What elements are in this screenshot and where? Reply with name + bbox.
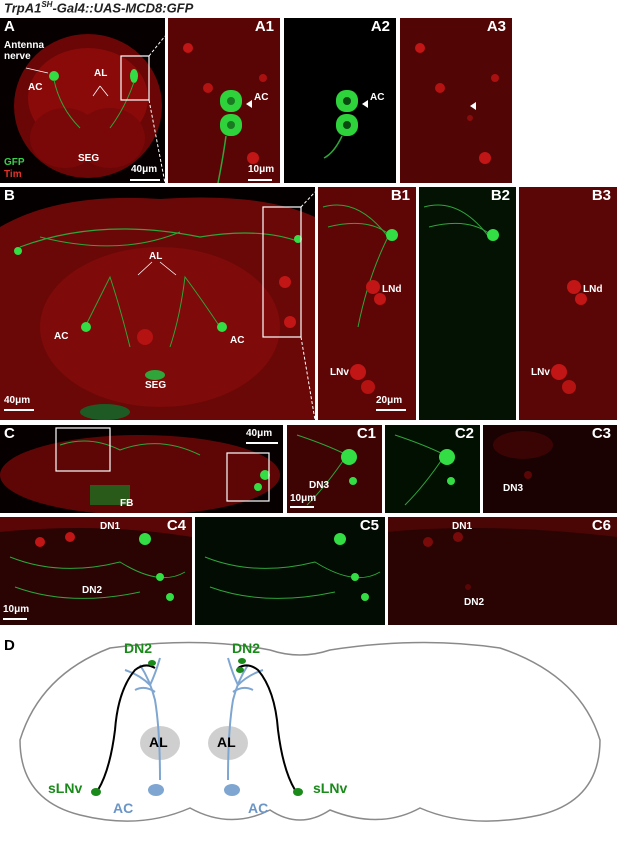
panel-C5: C5 — [195, 517, 385, 625]
panel-C: C FB 40μm — [0, 425, 283, 513]
panel-B-label: B — [4, 187, 15, 204]
panel-C3-label: C3 — [591, 425, 611, 442]
panel-A1-label: A1 — [254, 18, 274, 35]
panel-C2: C2 — [385, 425, 480, 513]
tim-legend: Tim — [4, 169, 22, 180]
panel-C6-label: C6 — [591, 517, 611, 534]
d-al-right-label: AL — [217, 734, 236, 750]
panel-B2-label: B2 — [490, 187, 510, 204]
c4-scale-bar-label: 10μm — [3, 604, 30, 615]
panel-C-image — [0, 427, 280, 513]
c4-dn1-label: DN1 — [100, 521, 121, 532]
c-scale-bar — [246, 442, 278, 444]
a2-ac-label: AC — [370, 92, 385, 103]
panel-C-label: C — [4, 425, 15, 442]
antenna-nerve-label: Antenna nerve — [4, 40, 44, 62]
b1-lnv-label: LNv — [330, 367, 349, 378]
b-ac-right-label: AC — [230, 335, 245, 346]
d-dn2-right-label: DN2 — [232, 640, 261, 656]
seg-label: SEG — [78, 153, 100, 164]
panel-B-image — [0, 191, 315, 420]
c1-scale-bar — [290, 506, 314, 508]
panel-A: A Antenna nerve AC AL SEG GFP Tim 40μm — [0, 18, 165, 183]
b1-scale-bar-label: 20μm — [376, 395, 403, 406]
d-slnv-right-label: sLNv — [313, 780, 348, 796]
panel-A1-image — [168, 18, 280, 183]
c3-dn3-label: DN3 — [503, 483, 524, 494]
panel-A3: A3 — [400, 18, 512, 183]
panel-C1-image — [296, 434, 357, 506]
c4-scale-bar — [3, 618, 27, 620]
panel-B3: B3 LNd LNv — [519, 187, 617, 420]
panel-B3-label: B3 — [591, 187, 611, 204]
panel-C4-label: C4 — [166, 517, 186, 534]
panel-B: B AL AC AC SEG 40μm — [0, 187, 315, 420]
c-fb-label: FB — [120, 498, 134, 509]
d-ac-left-label: AC — [113, 800, 134, 816]
panel-B1-image — [318, 187, 416, 420]
c1-scale-bar-label: 10μm — [290, 493, 317, 504]
panel-A2-image — [323, 90, 368, 159]
panel-C6-image — [388, 517, 617, 590]
d-dn2-left-label: DN2 — [124, 640, 153, 656]
scale-bar — [130, 179, 160, 181]
b1-scale-bar — [376, 409, 406, 411]
b-scale-bar-label: 40μm — [4, 395, 31, 406]
b3-lnv-label: LNv — [531, 367, 550, 378]
b1-lnd-label: LNd — [382, 284, 402, 295]
gfp-legend: GFP — [4, 157, 25, 168]
c-scale-bar-label: 40μm — [246, 428, 273, 439]
ac-label: AC — [28, 82, 43, 93]
panel-C5-label: C5 — [359, 517, 379, 534]
panel-B3-image — [519, 187, 617, 420]
panel-A-image — [14, 34, 165, 183]
figure-title: TrpA1SH-Gal4::UAS-MCD8:GFP — [4, 0, 194, 16]
d-al-left-label: AL — [149, 734, 168, 750]
b-ac-left-label: AC — [54, 331, 69, 342]
b-seg-label: SEG — [145, 380, 167, 391]
c4-dn2-label: DN2 — [82, 585, 103, 596]
scale-bar-label: 40μm — [131, 164, 158, 175]
panel-B1-label: B1 — [390, 187, 410, 204]
c6-dn1-label: DN1 — [452, 521, 473, 532]
panel-A1: A1 AC 10μm — [168, 18, 280, 183]
b3-lnd-label: LNd — [583, 284, 603, 295]
b-al-label: AL — [149, 251, 163, 262]
panel-A3-image — [400, 18, 512, 183]
panel-C1: C1 DN3 10μm — [287, 425, 382, 513]
panel-D-label: D — [4, 637, 15, 654]
a1-scale-bar — [248, 179, 272, 181]
d-ac-right-label: AC — [248, 800, 269, 816]
panel-C2-image — [394, 434, 455, 506]
b-scale-bar — [4, 409, 34, 411]
panel-C2-label: C2 — [454, 425, 474, 442]
panel-B2-image — [423, 204, 499, 241]
panel-A2-label: A2 — [370, 18, 390, 35]
panel-C4: C4 DN1 DN2 10μm — [0, 517, 192, 625]
panel-C3: C3 DN3 — [483, 425, 617, 513]
panel-A3-label: A3 — [486, 18, 506, 35]
al-label: AL — [94, 68, 108, 79]
panel-B1: B1 LNd LNv 20μm — [318, 187, 416, 420]
a1-ac-label: AC — [254, 92, 269, 103]
panel-C3-image — [493, 431, 553, 479]
panel-C6: C6 DN1 DN2 — [388, 517, 617, 625]
panel-C1-label: C1 — [356, 425, 376, 442]
c1-dn3-label: DN3 — [309, 480, 330, 491]
panel-D-diagram — [19, 641, 601, 822]
panel-C5-image — [204, 533, 381, 601]
panel-A2: A2 AC — [284, 18, 396, 183]
panel-C4-image — [0, 517, 192, 601]
panel-A-label: A — [4, 18, 15, 35]
d-slnv-left-label: sLNv — [48, 780, 83, 796]
panel-B2: B2 — [419, 187, 516, 420]
a1-scale-bar-label: 10μm — [248, 164, 275, 175]
c6-dn2-label: DN2 — [464, 597, 485, 608]
